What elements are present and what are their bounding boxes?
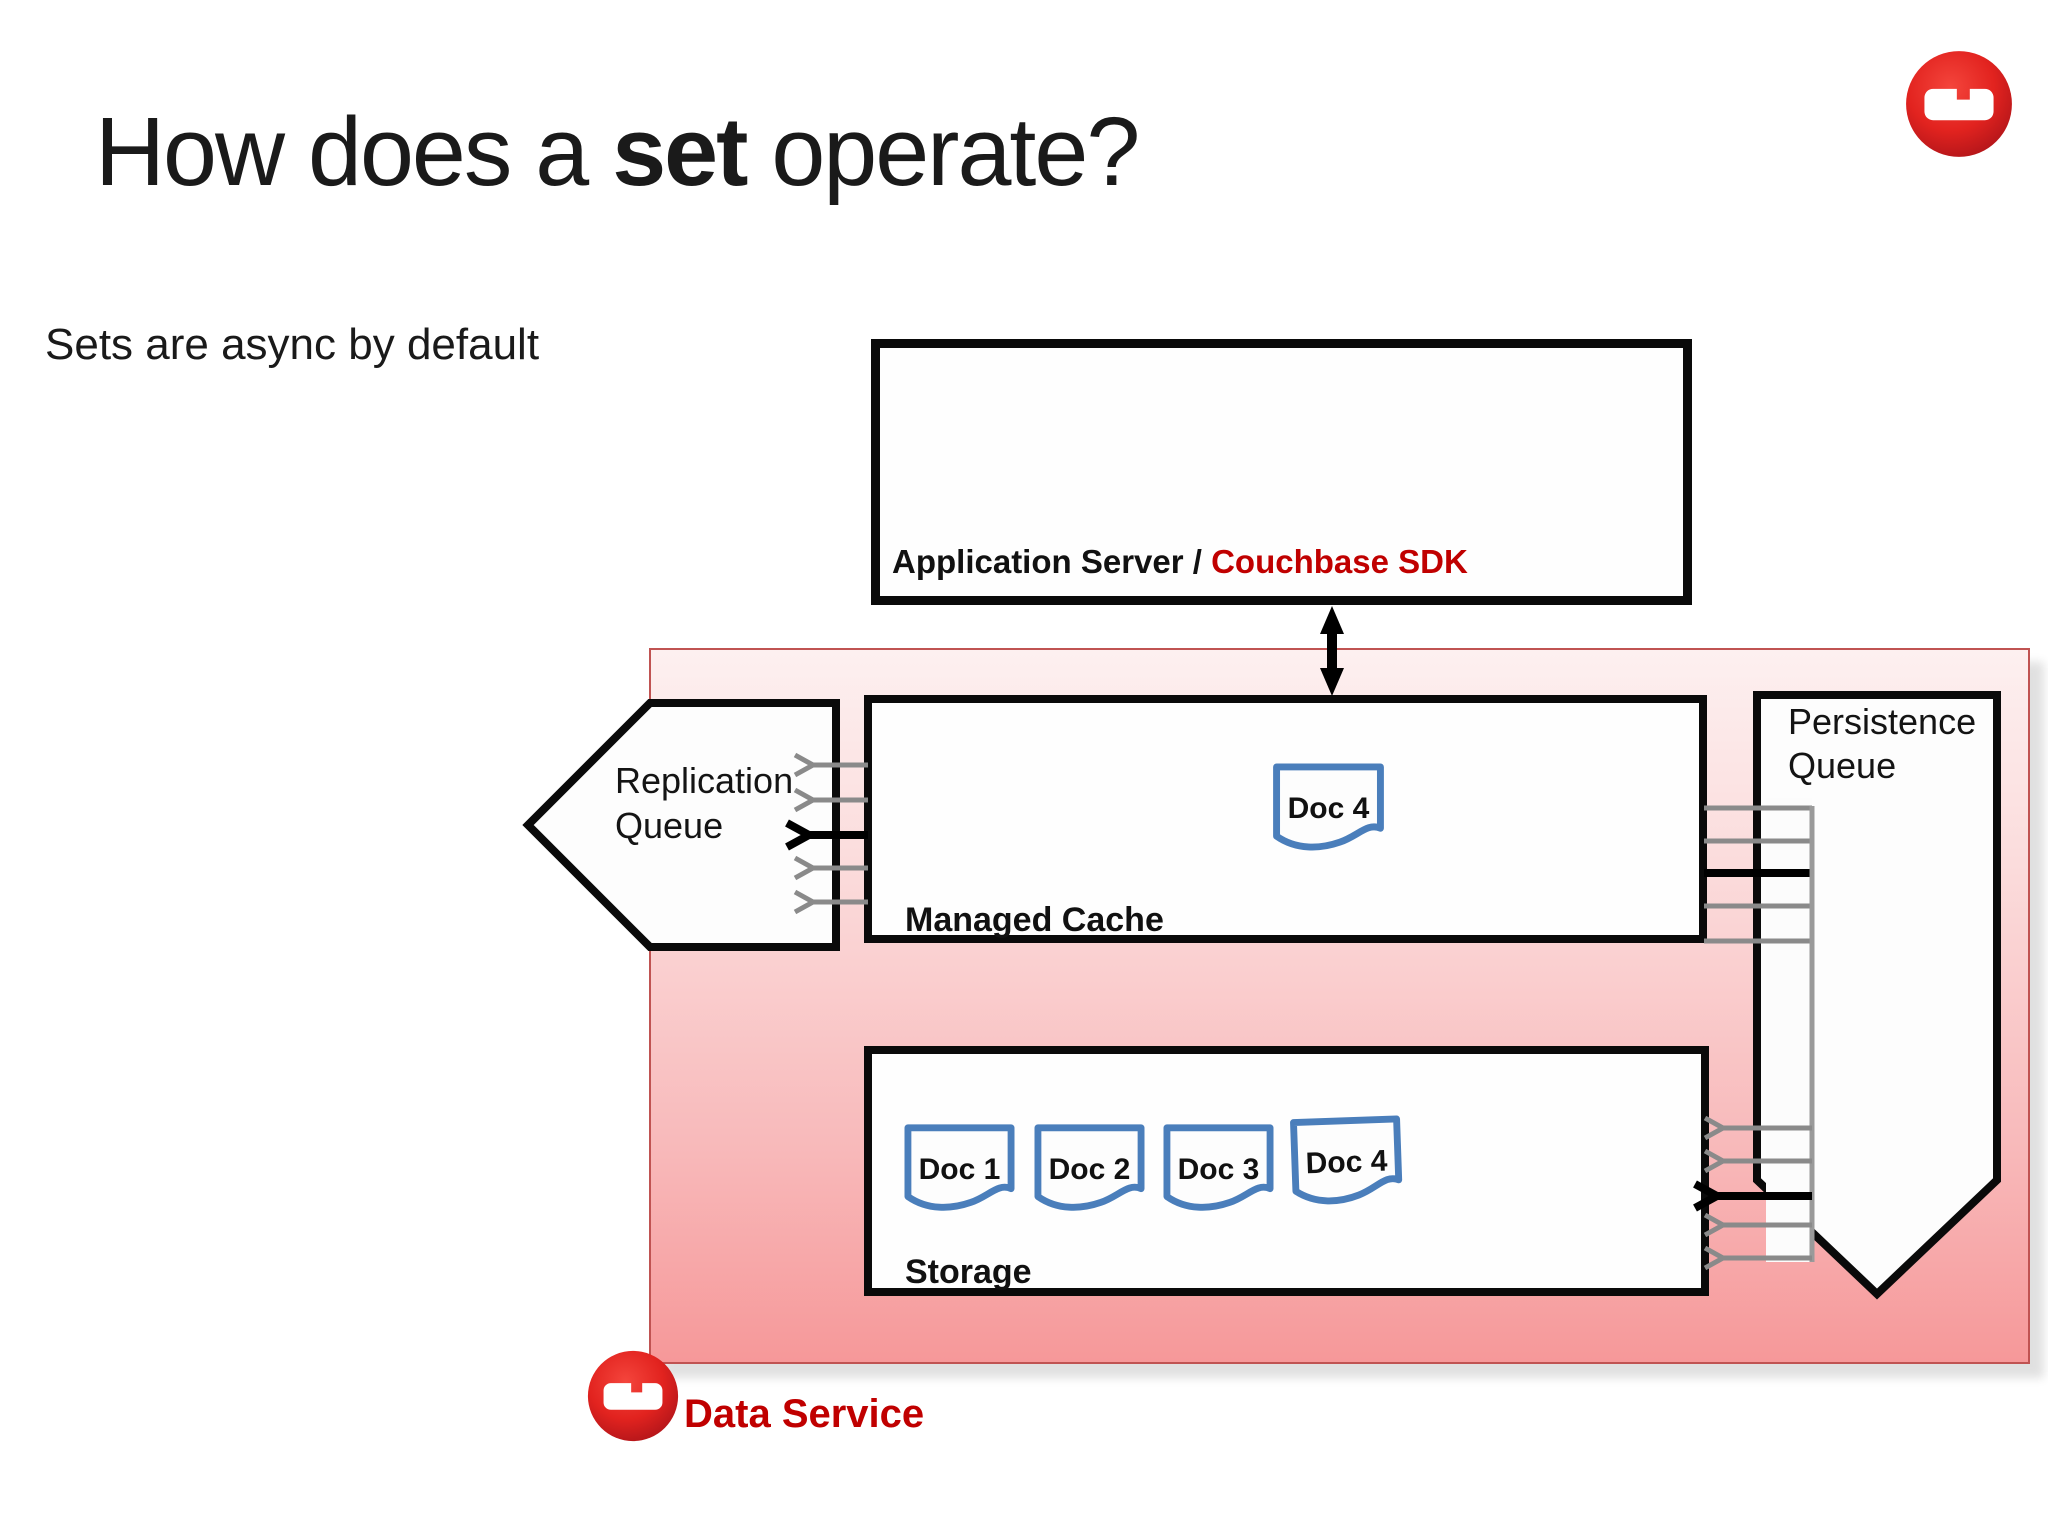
title-suffix: operate?	[746, 97, 1140, 206]
app-server-box	[871, 339, 1692, 605]
doc-icon: Doc 4	[1289, 1114, 1403, 1211]
persistence-queue-label: Persistence Queue	[1788, 701, 1977, 786]
doc-label: Doc 4	[1305, 1144, 1388, 1181]
managed-cache-label: Managed Cache	[905, 901, 1164, 939]
title-emphasis: set	[612, 97, 748, 206]
slide-title: How does a set operate?	[95, 96, 1140, 208]
couchbase-sdk-label: Couchbase SDK	[1211, 543, 1468, 580]
doc-icon: Doc 2	[1034, 1123, 1145, 1216]
doc-icon: Doc 3	[1163, 1123, 1274, 1216]
doc-label: Doc 4	[1287, 792, 1370, 826]
subtitle-text: Sets are async by default	[45, 320, 540, 369]
app-server-label-text: Application Server /	[892, 543, 1212, 580]
replication-queue-shape	[522, 699, 840, 951]
doc-icon: Doc 4	[1272, 763, 1385, 855]
doc-label: Doc 2	[1048, 1152, 1131, 1186]
persistence-queue-shape	[1753, 691, 2001, 1300]
doc-label: Doc 1	[918, 1152, 1001, 1186]
doc-icon: Doc 1	[904, 1123, 1015, 1216]
title-prefix: How does a	[95, 97, 613, 206]
storage-label: Storage	[905, 1253, 1032, 1291]
app-server-label: Application Server / Couchbase SDK	[892, 543, 1468, 581]
replication-queue-label: Replication Queue	[615, 760, 794, 847]
data-service-logo-icon	[587, 1350, 679, 1442]
doc-label: Doc 3	[1177, 1152, 1260, 1186]
couchbase-logo-icon	[1905, 50, 2013, 158]
data-service-label: Data Service	[684, 1392, 925, 1436]
